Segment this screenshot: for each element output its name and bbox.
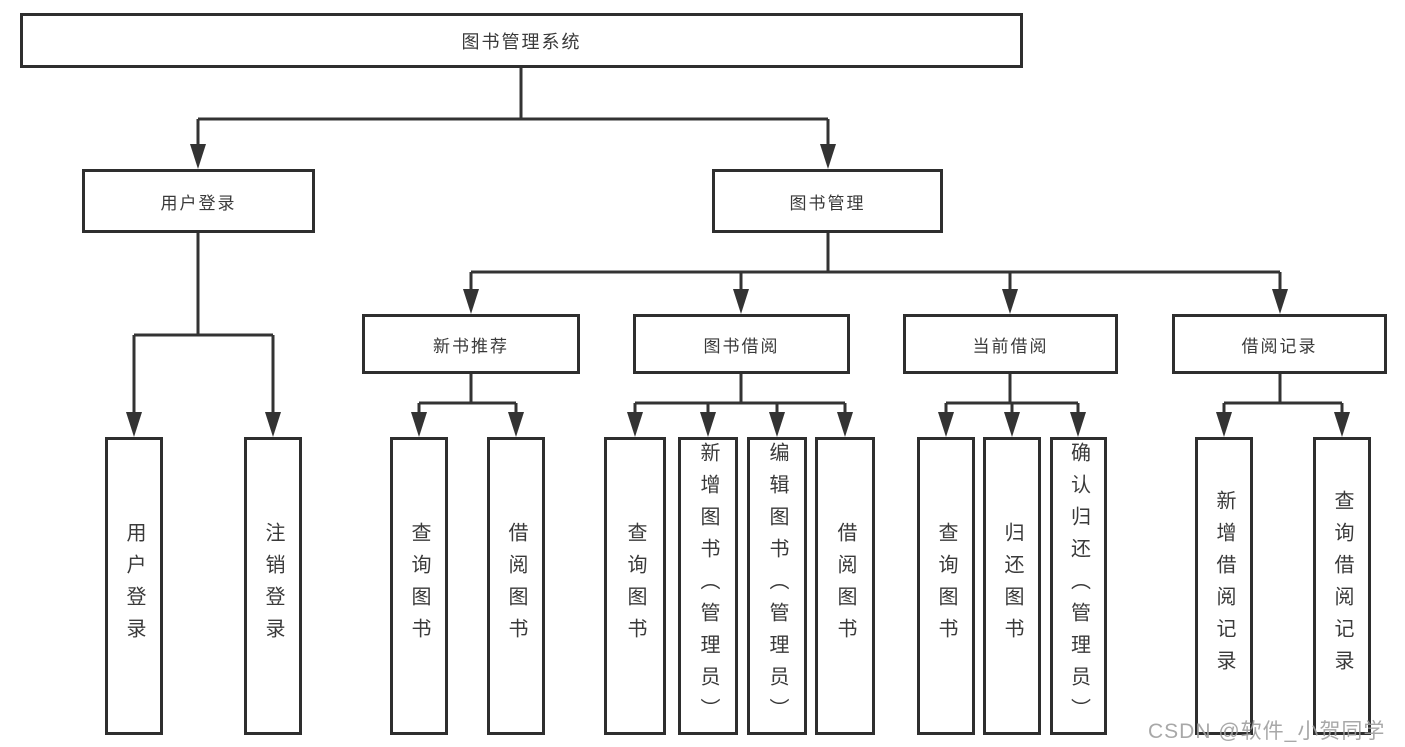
leaf-query-books-current-label: 查询图书 — [935, 522, 957, 650]
csdn-watermark: CSDN @软件_小贺同学 — [1148, 720, 1386, 743]
node-current-borrowing: 当前借阅 — [903, 314, 1118, 374]
leaf-add-book-admin-label: 新增图书（管理员） — [697, 442, 719, 730]
node-book-management: 图书管理 — [712, 169, 943, 233]
node-new-book-recommend: 新书推荐 — [362, 314, 580, 374]
leaf-edit-book-admin-label: 编辑图书（管理员） — [766, 442, 788, 730]
leaf-return-books: 归还图书 — [983, 437, 1041, 735]
leaf-logout-label: 注销登录 — [262, 522, 284, 650]
leaf-confirm-return-admin-label: 确认归还（管理员） — [1067, 442, 1090, 730]
leaf-user-login-label: 用户登录 — [123, 522, 145, 650]
leaf-query-borrow-record: 查询借阅记录 — [1313, 437, 1371, 735]
node-user-login: 用户登录 — [82, 169, 315, 233]
leaf-add-borrow-record: 新增借阅记录 — [1195, 437, 1253, 735]
leaf-user-login: 用户登录 — [105, 437, 163, 735]
leaf-query-books-current: 查询图书 — [917, 437, 975, 735]
leaf-borrow-books-recommend: 借阅图书 — [487, 437, 545, 735]
leaf-add-borrow-record-label: 新增借阅记录 — [1213, 490, 1235, 682]
leaf-return-books-label: 归还图书 — [1001, 522, 1023, 650]
leaf-confirm-return-admin: 确认归还（管理员） — [1050, 437, 1107, 735]
leaf-borrow-books-recommend-label: 借阅图书 — [505, 522, 527, 650]
leaf-query-borrow-record-label: 查询借阅记录 — [1331, 490, 1353, 682]
leaf-borrow-books-label: 借阅图书 — [834, 522, 856, 650]
leaf-edit-book-admin: 编辑图书（管理员） — [747, 437, 807, 735]
leaf-logout: 注销登录 — [244, 437, 302, 735]
leaf-borrow-books: 借阅图书 — [815, 437, 875, 735]
node-library-system: 图书管理系统 — [20, 13, 1023, 68]
leaf-query-books-recommend-label: 查询图书 — [408, 522, 430, 650]
leaf-query-books-borrow: 查询图书 — [604, 437, 666, 735]
node-book-borrowing: 图书借阅 — [633, 314, 850, 374]
arrowhead-icons — [126, 144, 1350, 437]
leaf-query-books-borrow-label: 查询图书 — [624, 522, 646, 650]
leaf-add-book-admin: 新增图书（管理员） — [678, 437, 738, 735]
leaf-query-books-recommend: 查询图书 — [390, 437, 448, 735]
node-borrowing-records: 借阅记录 — [1172, 314, 1387, 374]
